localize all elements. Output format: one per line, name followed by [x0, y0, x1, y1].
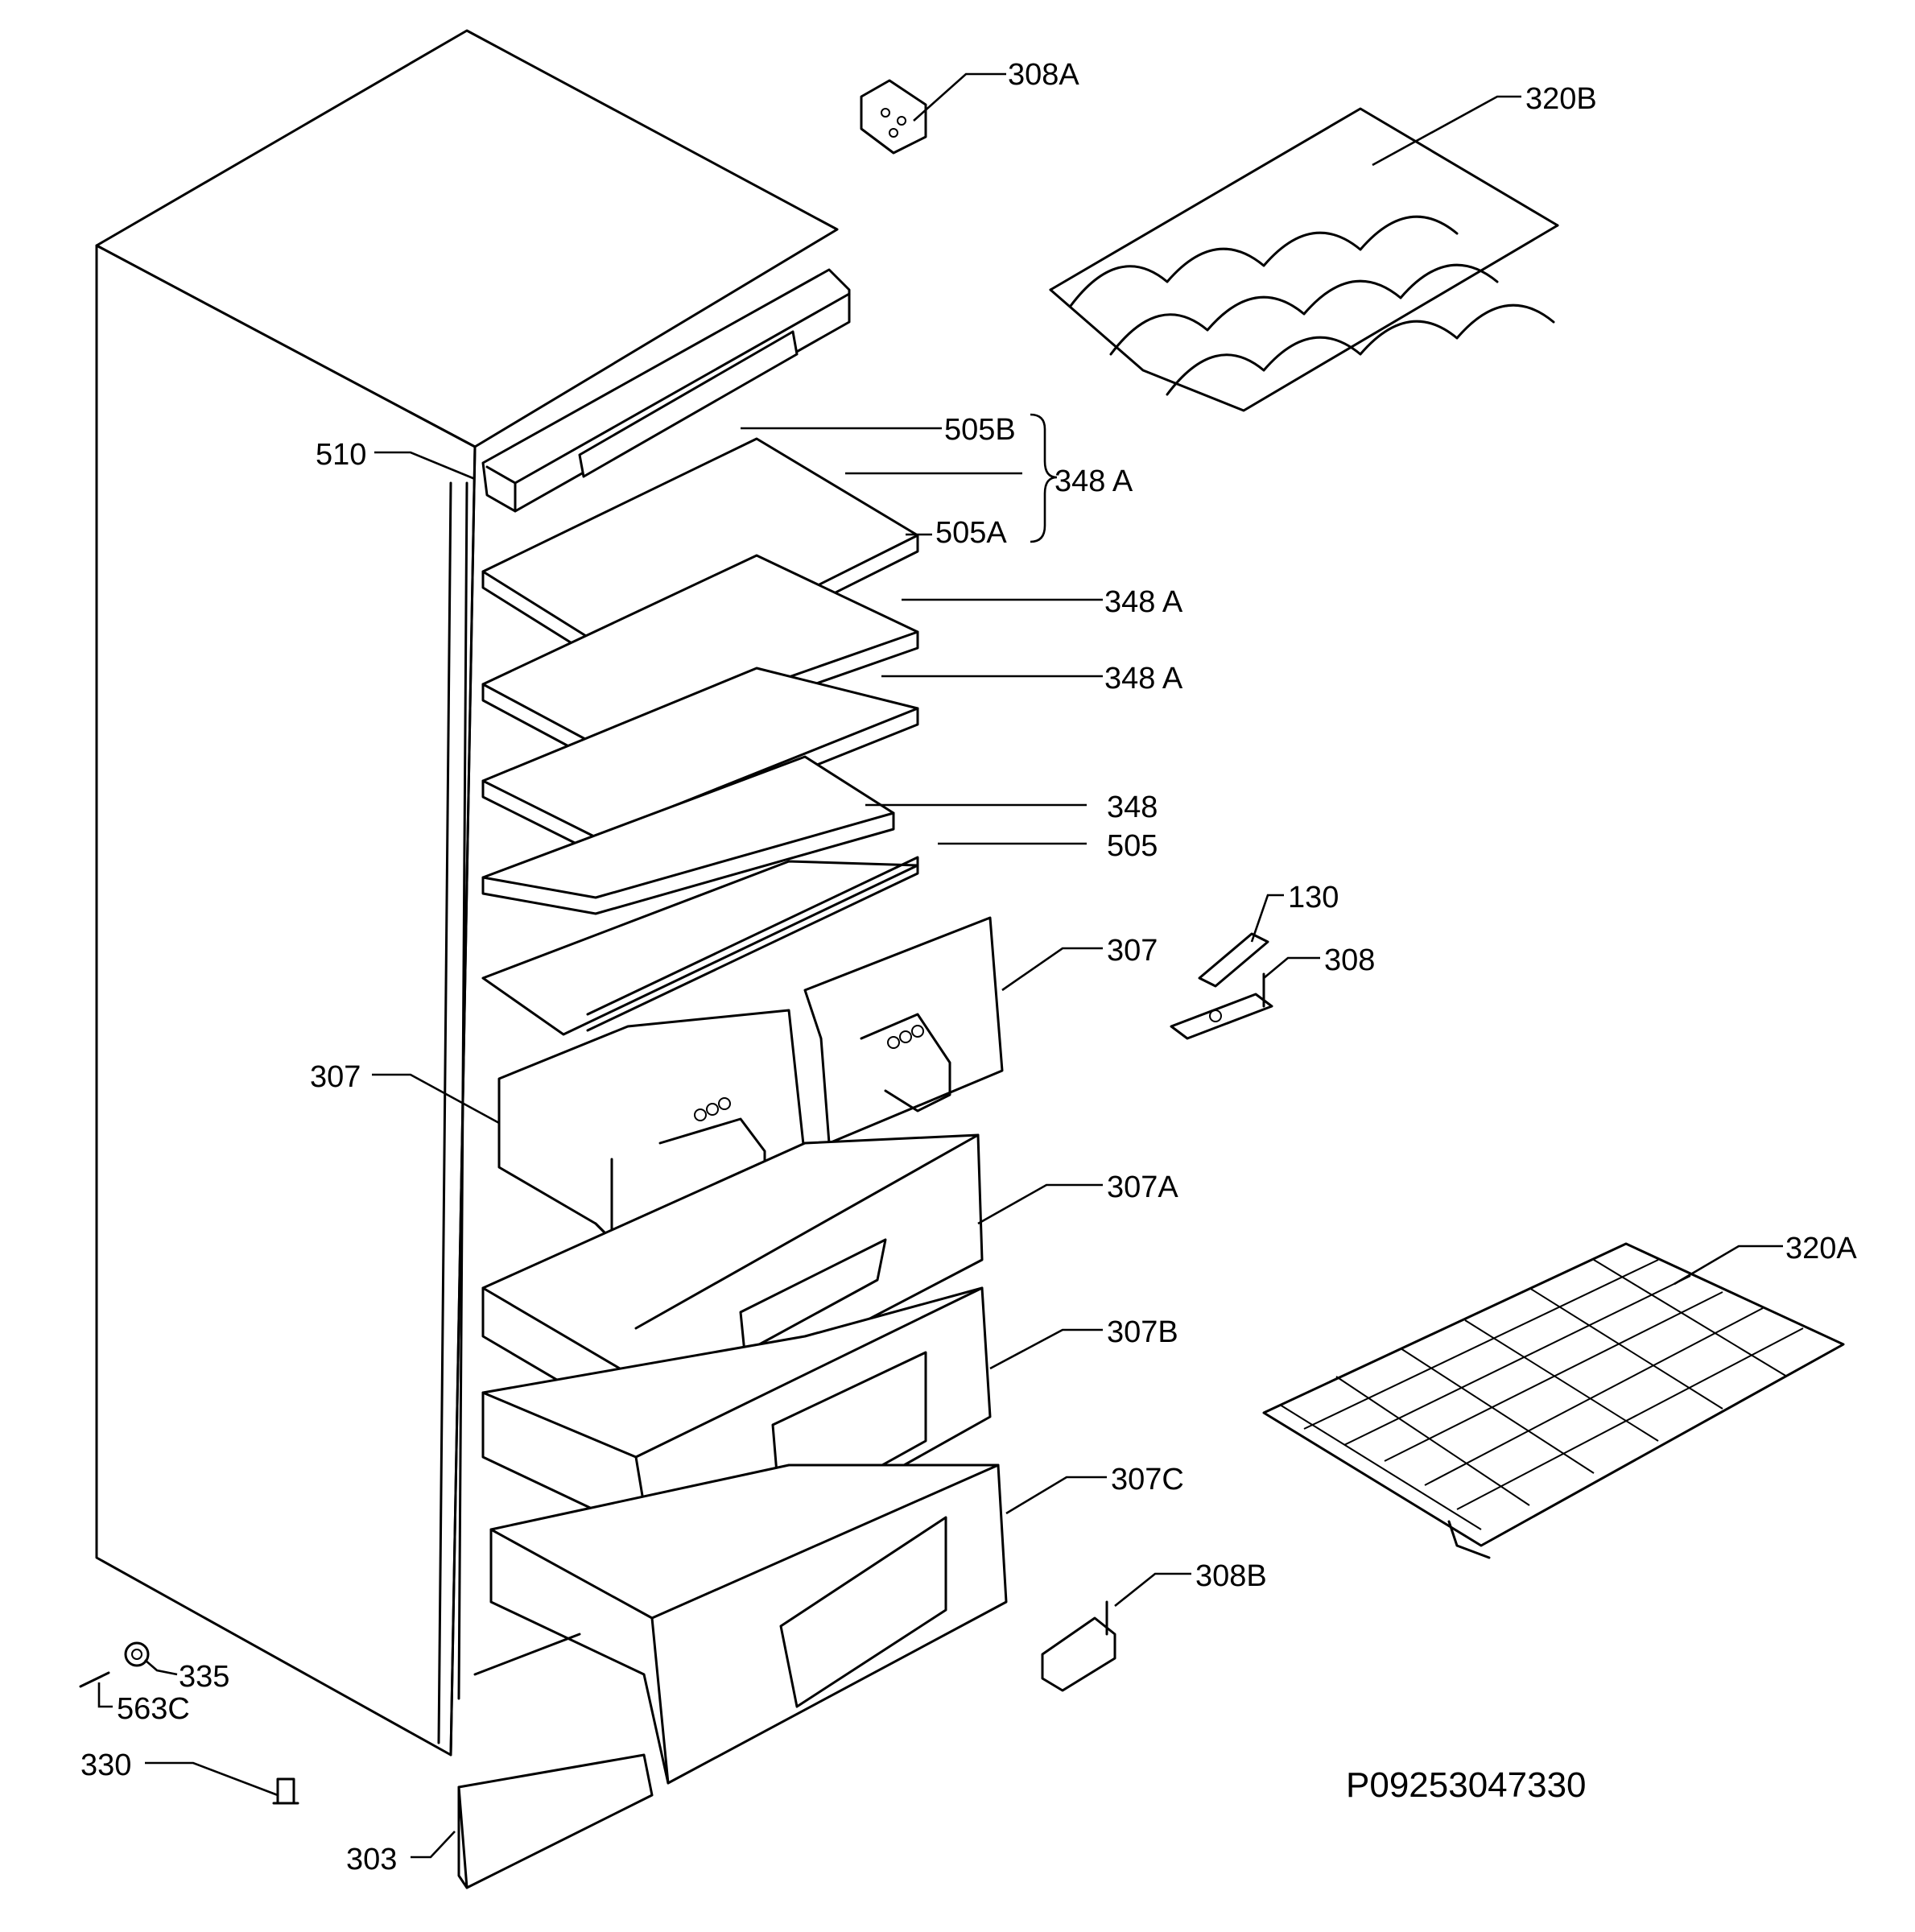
callout-307A: 307A [1107, 1170, 1178, 1204]
callout-563C: 563C [117, 1692, 190, 1726]
drawer-307A [481, 1133, 984, 1443]
callout-330: 330 [80, 1748, 131, 1782]
callout-348A-group: 348 A [1054, 464, 1133, 498]
callout-320B: 320B [1525, 82, 1597, 116]
callout-308A: 308A [1008, 58, 1079, 92]
hinge-308A [860, 79, 927, 155]
callout-307B: 307B [1107, 1315, 1178, 1349]
callout-307-right: 307 [1107, 934, 1158, 968]
adjustable-foot-330 [272, 1777, 299, 1805]
kick-plate-303 [457, 1753, 654, 1889]
hinge-308B [1041, 1600, 1116, 1692]
callout-335: 335 [179, 1660, 229, 1694]
callout-320A: 320A [1785, 1232, 1857, 1265]
callout-307C: 307C [1111, 1463, 1184, 1496]
callout-303: 303 [346, 1843, 397, 1876]
glass-shelf-4 [481, 755, 895, 915]
wire-shelf-320A [1262, 1242, 1845, 1559]
callout-510: 510 [316, 438, 366, 472]
callout-308: 308 [1324, 943, 1375, 977]
control-panel-510 [481, 268, 851, 513]
callout-348A-3: 348 A [1104, 662, 1183, 696]
spacer-335 [124, 1641, 150, 1667]
callout-505: 505 [1107, 829, 1158, 863]
callout-505A: 505A [935, 516, 1007, 550]
drawer-307C [489, 1463, 1008, 1785]
callout-348: 348 [1107, 791, 1158, 824]
callout-130: 130 [1288, 881, 1339, 914]
document-id: P09253047330 [1346, 1765, 1587, 1805]
callout-308B: 308B [1195, 1559, 1267, 1593]
wine-rack-320B [1049, 107, 1559, 412]
callout-348A-2: 348 A [1104, 585, 1183, 619]
hinge-308 [1170, 972, 1273, 1040]
brace-348A-group [1030, 413, 1058, 543]
hinge-cover-130 [1198, 932, 1269, 988]
leader-lines [97, 72, 1783, 1859]
drawer-307-right [803, 916, 1004, 1145]
pin-563C [79, 1671, 110, 1688]
callout-505B: 505B [944, 413, 1016, 447]
callout-307-left: 307 [310, 1060, 361, 1094]
refrigerator-cabinet [95, 29, 839, 1757]
glass-shelf-bottom [481, 856, 919, 1036]
